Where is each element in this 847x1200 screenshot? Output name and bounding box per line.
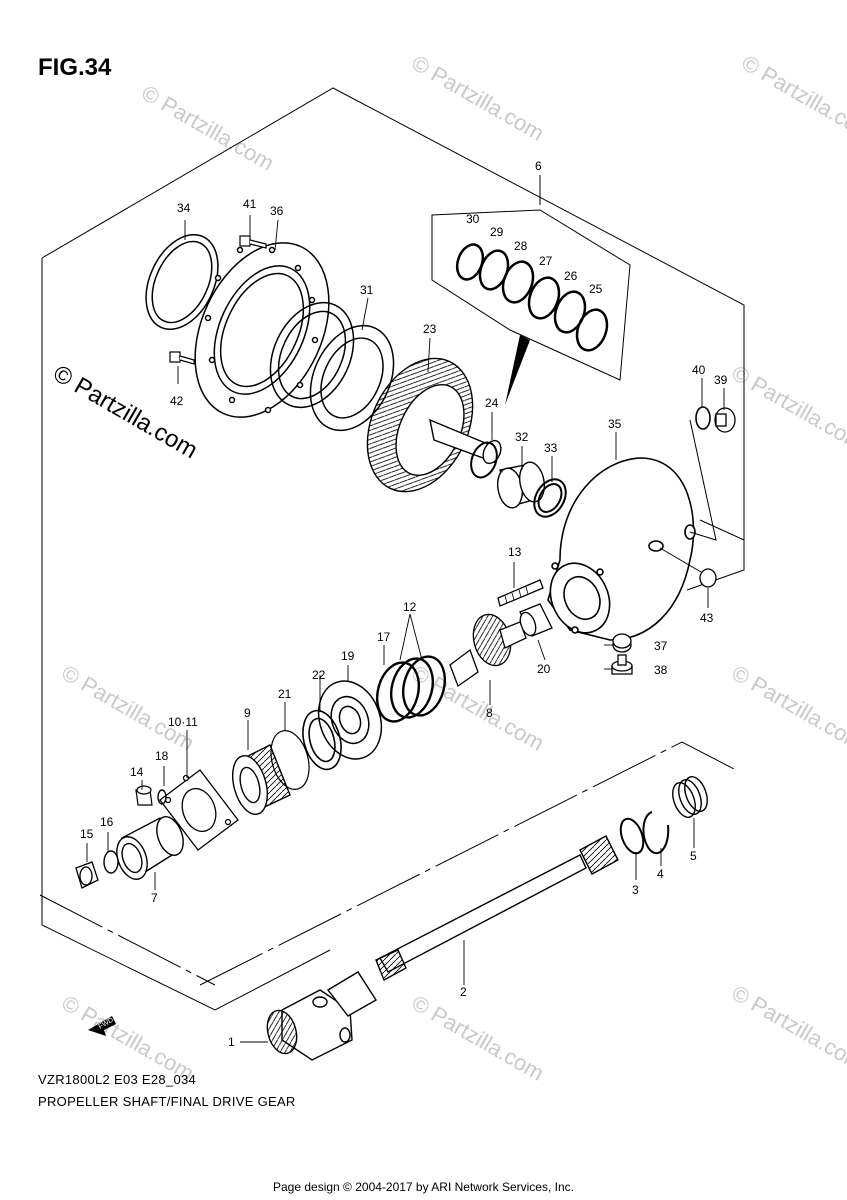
callout-29: 29 <box>490 225 504 239</box>
callout-14: 14 <box>130 765 144 779</box>
callout-1: 1 <box>228 1035 235 1049</box>
bolt-14 <box>135 785 153 806</box>
drive-pinion-8 <box>449 613 527 688</box>
callout-35: 35 <box>608 417 622 431</box>
plug-43 <box>699 568 717 588</box>
callout-26: 26 <box>564 269 578 283</box>
callout-3: 3 <box>632 883 639 897</box>
ring-3 <box>619 817 645 855</box>
callout-18: 18 <box>155 749 169 763</box>
case-leader-lines <box>659 419 717 576</box>
propeller-shaft-2 <box>375 835 619 981</box>
gear-case-35 <box>547 457 696 641</box>
callout-5: 5 <box>690 849 697 863</box>
circlip-4 <box>642 811 670 855</box>
page-footer: Page design © 2004-2017 by ARI Network S… <box>272 1180 574 1194</box>
washer-16 <box>103 850 119 874</box>
shim-24 <box>470 441 498 479</box>
callout-30: 30 <box>466 212 480 226</box>
ring-gear-23 <box>366 357 502 493</box>
callout-9: 9 <box>244 706 251 720</box>
washer-40 <box>695 406 711 430</box>
ring-22 <box>302 709 342 771</box>
bearing-31 <box>269 301 395 432</box>
drain-plug-39 <box>714 407 736 433</box>
callout-12: 12 <box>403 600 417 614</box>
shims-12-17 <box>375 655 447 723</box>
stud-13 <box>497 579 544 607</box>
callout-leaders <box>86 215 725 1043</box>
callout-6: 6 <box>535 159 542 173</box>
callout-39: 39 <box>714 373 728 387</box>
callout-36: 36 <box>270 204 284 218</box>
washer-37 <box>612 633 632 653</box>
callout-17: 17 <box>377 630 391 644</box>
spring-5 <box>672 776 708 818</box>
callout-25: 25 <box>589 282 603 296</box>
forward-arrow-icon: FWD <box>88 1016 116 1036</box>
bearing-cover-36 <box>194 242 330 418</box>
figure-title: FIG.34 <box>38 54 112 81</box>
callout-24: 24 <box>485 396 499 410</box>
callout-21: 21 <box>278 687 292 701</box>
callout-labels: 1 2 3 4 5 6 7 8 9 10·11 12 13 14 15 16 1… <box>80 159 728 1049</box>
callout-34: 34 <box>177 201 191 215</box>
callout-2: 2 <box>460 985 467 999</box>
universal-joint-1 <box>266 971 377 1061</box>
shim-rings <box>455 243 609 352</box>
nut-38 <box>611 654 633 675</box>
callout-4: 4 <box>657 867 664 881</box>
bearing-32 <box>496 461 546 509</box>
callout-8: 8 <box>486 706 493 720</box>
model-code: VZR1800L2 E03 E28_034 <box>38 1072 197 1087</box>
callout-23: 23 <box>423 322 437 336</box>
seal-set-frame <box>431 175 631 381</box>
callout-28: 28 <box>514 239 528 253</box>
bolt-41 <box>239 235 267 249</box>
callout-43: 43 <box>700 611 714 625</box>
nut-15 <box>75 861 99 889</box>
callout-22: 22 <box>312 668 326 682</box>
oil-seal-34 <box>145 233 219 331</box>
callout-38: 38 <box>654 663 668 677</box>
washer-18 <box>157 789 167 805</box>
callout-40: 40 <box>692 363 706 377</box>
callout-37: 37 <box>654 639 668 653</box>
callout-16: 16 <box>100 815 114 829</box>
callout-27: 27 <box>539 254 553 268</box>
callout-10-11: 10·11 <box>168 715 198 729</box>
gasket-10-11 <box>159 769 239 851</box>
callout-41: 41 <box>243 197 257 211</box>
callout-33: 33 <box>544 441 558 455</box>
callout-13: 13 <box>508 545 522 559</box>
bearing-retainer-9 <box>232 744 291 815</box>
seal-33 <box>533 478 567 518</box>
diagram-caption: PROPELLER SHAFT/FINAL DRIVE GEAR <box>38 1094 296 1109</box>
needle-bearing-20 <box>519 603 553 637</box>
callout-7: 7 <box>151 891 158 905</box>
pointer-arrow <box>505 335 530 405</box>
sleeve-7 <box>116 816 184 880</box>
callout-32: 32 <box>515 430 529 444</box>
callout-15: 15 <box>80 827 94 841</box>
callout-20: 20 <box>537 662 551 676</box>
shaft-frame <box>39 741 737 986</box>
callout-31: 31 <box>360 283 374 297</box>
callout-19: 19 <box>341 649 355 663</box>
callout-42: 42 <box>170 394 184 408</box>
bolt-42 <box>169 351 195 365</box>
